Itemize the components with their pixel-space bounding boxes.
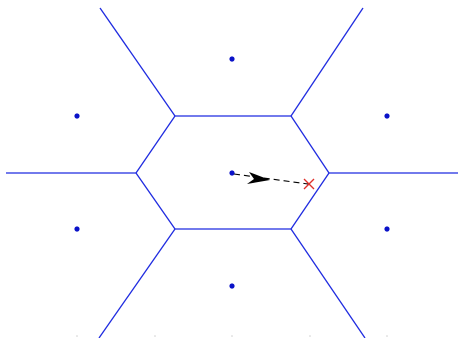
site-point (229, 170, 235, 176)
dashed-path (233, 173, 309, 185)
voronoi-edge (290, 172, 330, 230)
voronoi-edges (6, 7, 458, 338)
voronoi-edge (99, 7, 176, 117)
site-point (74, 113, 80, 119)
voronoi-edge (290, 228, 366, 338)
direction-overlay (76, 172, 388, 337)
bottom-tick-mark (231, 335, 233, 337)
bottom-tick-mark (386, 335, 388, 337)
site-point (384, 113, 390, 119)
voronoi-edge (135, 115, 176, 174)
site-point (229, 283, 235, 289)
bottom-tick-mark (76, 335, 78, 337)
x-mark-stroke (303, 178, 315, 190)
voronoi-sites (74, 56, 390, 289)
voronoi-edge (290, 7, 364, 117)
site-point (74, 226, 80, 232)
site-point (384, 226, 390, 232)
arrowhead-icon (247, 172, 270, 184)
voronoi-edge (135, 172, 176, 230)
bottom-tick-mark (309, 335, 311, 337)
x-mark-icon (303, 178, 315, 190)
bottom-tick-mark (154, 335, 156, 337)
voronoi-edge (98, 228, 176, 338)
site-point (229, 56, 235, 62)
voronoi-edge (290, 115, 330, 174)
